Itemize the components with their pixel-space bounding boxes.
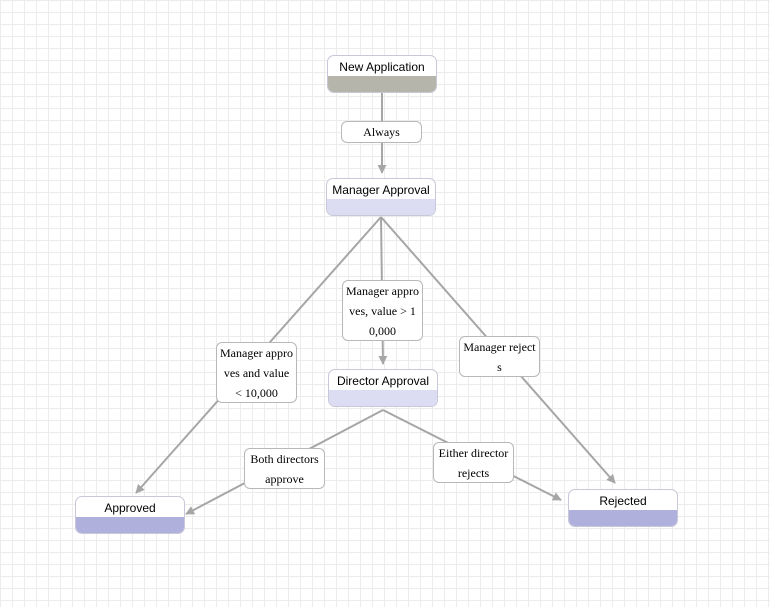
edge-label-manager-approves-high: Manager approves, value > 10,000 bbox=[342, 280, 423, 341]
node-status-band bbox=[328, 76, 436, 92]
node-status-band bbox=[327, 199, 435, 215]
edge-label-either-director-rejects: Either director rejects bbox=[433, 442, 514, 483]
node-status-band bbox=[329, 390, 437, 406]
edge-label-always: Always bbox=[341, 121, 422, 143]
node-status-band bbox=[76, 517, 184, 533]
edge-label-manager-approves-low: Manager approves and value < 10,000 bbox=[216, 342, 297, 403]
node-director-approval[interactable]: Director Approval bbox=[328, 369, 438, 407]
node-label: Director Approval bbox=[336, 374, 430, 388]
node-label: Rejected bbox=[599, 494, 647, 508]
edge-label-manager-rejects: Manager rejects bbox=[459, 336, 540, 377]
node-manager-approval[interactable]: Manager Approval bbox=[326, 178, 436, 216]
node-rejected[interactable]: Rejected bbox=[568, 489, 678, 527]
node-approved[interactable]: Approved bbox=[75, 496, 185, 534]
node-new-application[interactable]: New Application bbox=[327, 55, 437, 93]
node-label: New Application bbox=[339, 60, 425, 74]
edge-label-both-directors-approve: Both directors approve bbox=[244, 448, 325, 489]
node-label: Manager Approval bbox=[332, 183, 430, 197]
node-label: Approved bbox=[104, 501, 156, 515]
node-status-band bbox=[569, 510, 677, 526]
